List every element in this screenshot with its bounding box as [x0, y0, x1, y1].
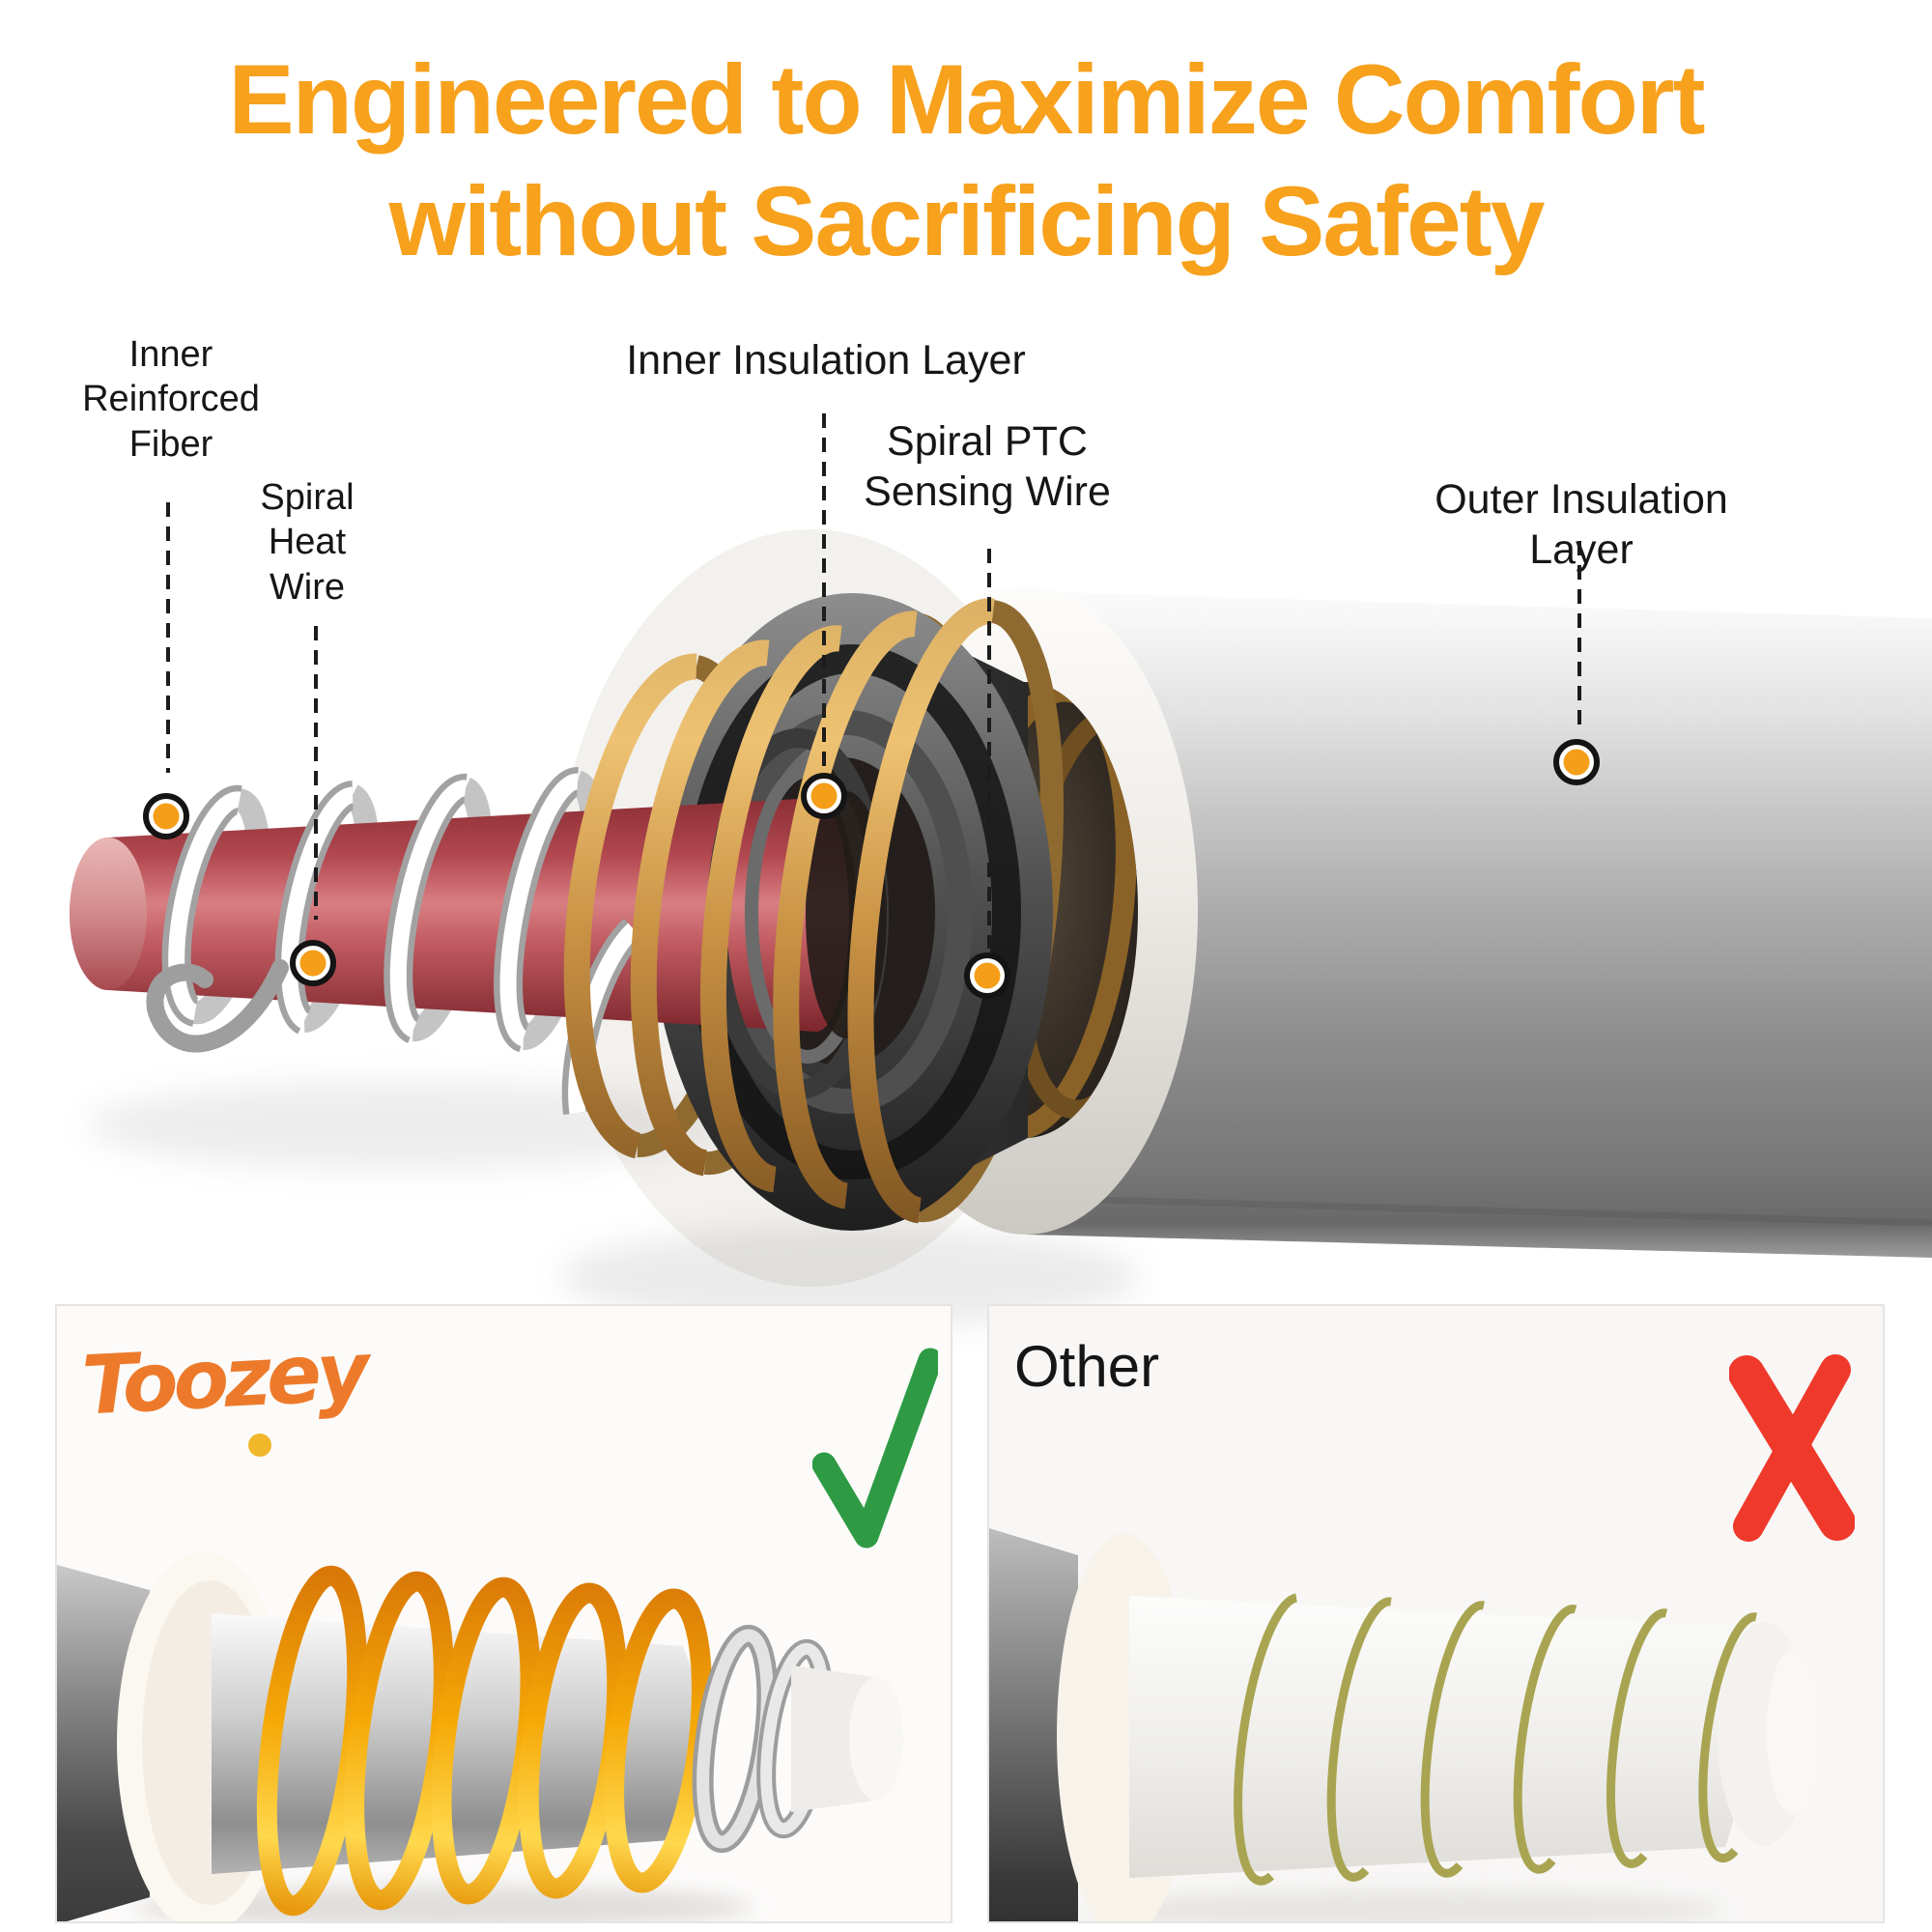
- page-title: Engineered to Maximize Comfort without S…: [228, 44, 1706, 277]
- other-card: Other: [987, 1304, 1885, 1923]
- cylinder-crease: [1025, 1194, 1932, 1227]
- toozey-cable-image: [57, 1551, 903, 1921]
- toozey-card: Toozey: [55, 1304, 952, 1923]
- label-spiral-heat-wire: Spiral Heat Wire: [260, 477, 355, 608]
- soft-shadows: [87, 1081, 1140, 1327]
- label-outer-insulation-layer: Outer Insulation Layer: [1435, 476, 1728, 573]
- marker-inner-insulation-layer: [801, 773, 847, 819]
- cable-shadow: [1086, 1890, 1723, 1921]
- leader-lines: [166, 413, 1581, 949]
- outer-tube: [57, 1565, 150, 1921]
- marker-dots: [143, 739, 1600, 999]
- thin-coils: [1234, 1593, 1757, 1886]
- marker-spiral-ptc-sensing-wire: [964, 952, 1010, 999]
- marker-spiral-heat-wire: [290, 940, 336, 986]
- hook-wire: [146, 959, 289, 1053]
- silver-loop-fronts: [161, 767, 644, 1116]
- outer-tube: [989, 1528, 1078, 1921]
- other-cable-image: [989, 1528, 1819, 1921]
- label-spiral-ptc-sensing-wire: Spiral PTC Sensing Wire: [864, 418, 1111, 515]
- fiber-rod-end-cap: [70, 838, 147, 990]
- outer-insulation-cylinder: [1026, 591, 1932, 1258]
- cable-cutaway-illustration: [70, 413, 1932, 1327]
- x-icon: [1729, 1354, 1855, 1542]
- label-inner-reinforced-fiber: Inner Reinforced Fiber: [82, 334, 260, 465]
- pale-core: [1129, 1596, 1745, 1878]
- other-label: Other: [1014, 1334, 1160, 1399]
- marker-inner-reinforced-fiber: [143, 793, 189, 839]
- toozey-logo-dot-icon: [248, 1434, 271, 1457]
- white-tip-cap: [1767, 1649, 1819, 1815]
- marker-outer-insulation-layer: [1553, 739, 1600, 785]
- gold-coils: [256, 1565, 712, 1917]
- white-tip-cap: [849, 1677, 903, 1801]
- label-inner-insulation-layer: Inner Insulation Layer: [626, 337, 1026, 384]
- check-icon: [812, 1348, 938, 1548]
- toozey-logo: Toozey: [79, 1323, 367, 1434]
- gold-coil-fronts: [563, 598, 995, 1224]
